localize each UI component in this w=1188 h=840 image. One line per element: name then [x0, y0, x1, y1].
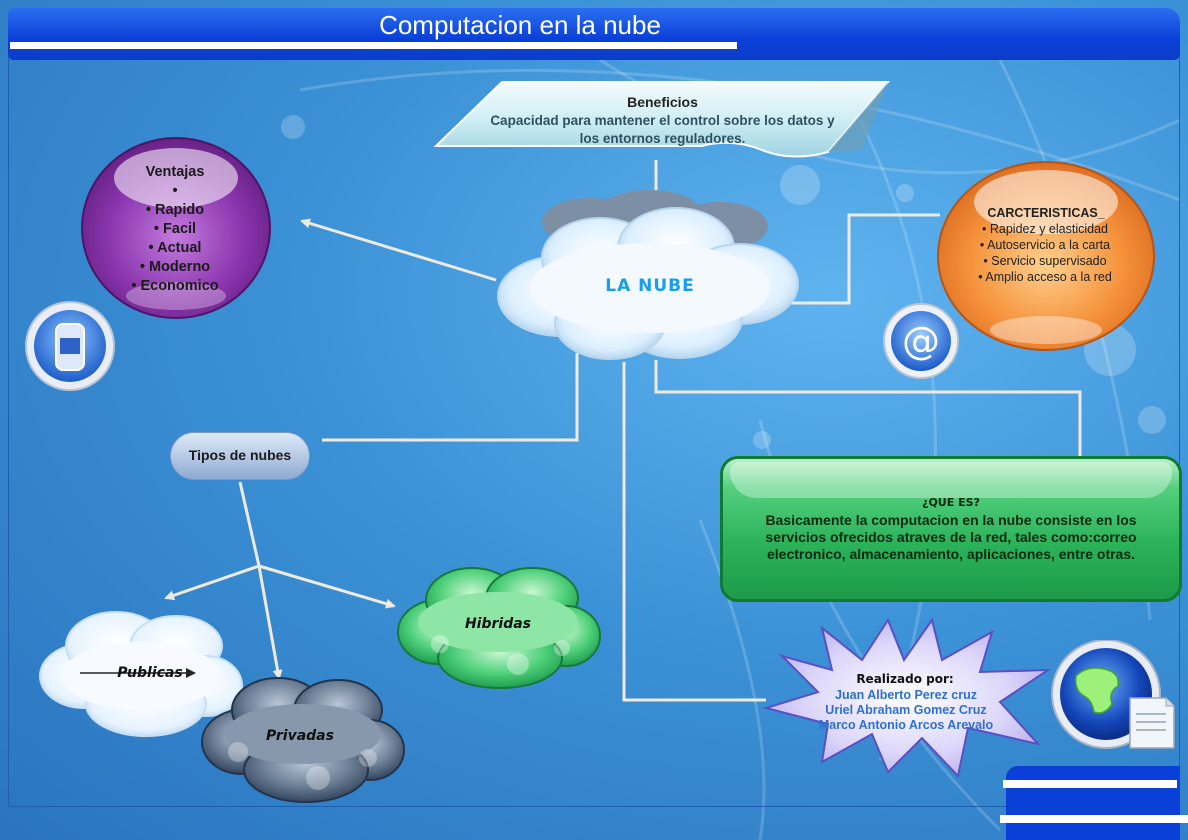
beneficios-text: Capacidad para mantener el control sobre… [490, 113, 835, 146]
globe-document-icon [1051, 640, 1175, 749]
ventajas-item: • Moderno [139, 259, 211, 275]
caracteristicas-item: • Amplio acceso a la red [978, 270, 1112, 284]
hibridas-cloud [397, 567, 601, 689]
ventajas-item: • Actual [148, 240, 202, 256]
bottom-bar-bottom [1000, 815, 1188, 823]
svg-text:@: @ [902, 319, 940, 363]
title-underline [10, 42, 737, 49]
connector-que-es [654, 360, 1082, 460]
autor-name: Juan Alberto Perez cruz [835, 688, 977, 702]
realizado-por-title: Realizado por: [856, 672, 954, 686]
central-cloud-label: LA NUBE [605, 276, 695, 296]
arrow-privadas [257, 565, 283, 680]
bottom-bar-top [1003, 780, 1177, 788]
realizado-por-starburst [762, 617, 1052, 779]
ventajas-item: • [172, 183, 178, 199]
central-cloud [497, 190, 799, 360]
bottom-decoration [1006, 766, 1180, 840]
autor-name: Marco Antonio Arcos Arevalo [818, 718, 994, 732]
phone-icon [25, 301, 115, 391]
publicas-arrow [80, 668, 196, 678]
publicas-label: Publicas [117, 665, 183, 681]
page-title: Computacion en la nube [379, 10, 661, 40]
que-es-gloss [730, 462, 1172, 498]
beneficios-title: Beneficios [627, 94, 698, 110]
ventajas-circle [81, 137, 271, 319]
tipos-de-nubes-node [170, 432, 310, 480]
connector-tipos-down [238, 481, 261, 567]
privadas-cloud [201, 677, 405, 803]
que-es-text: Basicamente la computacion en la nube co… [765, 512, 1137, 562]
connector-tipos [322, 353, 579, 442]
caracteristicas-circle [937, 161, 1155, 351]
ventajas-list: • • Rapido • Facil • Actual • Moderno • … [115, 182, 235, 296]
at-sign-icon: @ [883, 303, 959, 379]
autor-name: Uriel Abraham Gomez Cruz [825, 703, 987, 717]
hibridas-label: Hibridas [464, 616, 532, 632]
caracteristicas-list: • Rapidez y elasticidad • Autoservicio a… [950, 221, 1140, 285]
title-bar [8, 8, 1180, 60]
autores-list: Juan Alberto Perez cruz Uriel Abraham Go… [796, 688, 1016, 733]
privadas-label: Privadas [266, 728, 334, 744]
beneficios-card [433, 81, 891, 158]
connector-autores [622, 362, 766, 702]
publicas-cloud [39, 611, 243, 737]
arrow-ventajas [300, 218, 497, 282]
caracteristicas-title: CARCTERISTICAS_ [987, 206, 1105, 220]
caracteristicas-item: • Autoservicio a la carta [979, 238, 1111, 252]
que-es-title: ¿QUE ES? [922, 496, 980, 509]
ventajas-item: • Rapido [145, 202, 205, 218]
caracteristicas-item: • Rapidez y elasticidad [982, 222, 1108, 236]
arrow-hibridas [258, 564, 396, 609]
ventajas-item: • Facil [153, 221, 197, 237]
caracteristicas-item: • Servicio supervisado [983, 254, 1107, 268]
arrow-publicas [164, 564, 260, 601]
tipos-de-nubes-label: Tipos de nubes [188, 447, 292, 463]
ventajas-title: Ventajas [145, 164, 205, 180]
que-es-box [720, 456, 1182, 602]
connector-caracteristicas [762, 213, 940, 305]
ventajas-item: • Economico [131, 278, 219, 294]
